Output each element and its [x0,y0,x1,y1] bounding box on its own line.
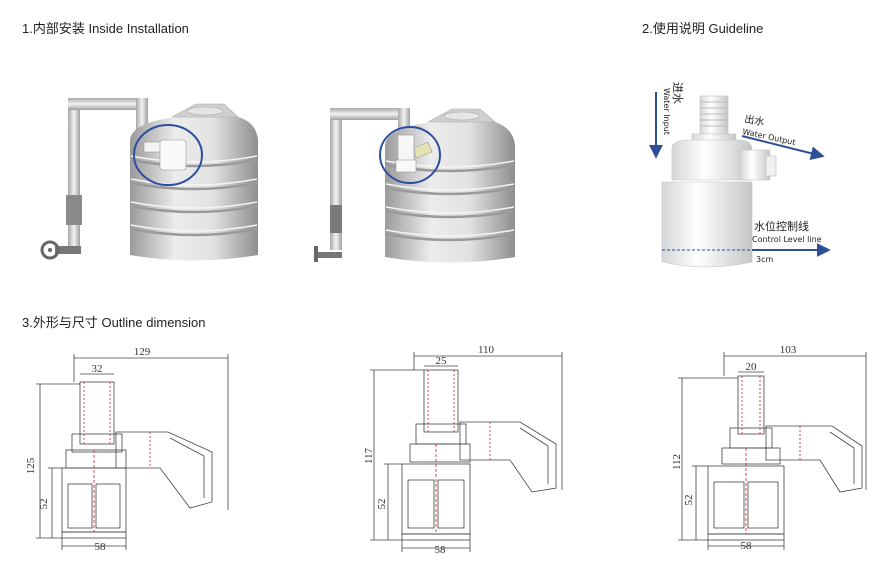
guideline-valve-illustration [661,95,777,268]
water-output-cn-label: 出水 [743,112,765,128]
tank-illustration-2 [314,108,515,263]
dim-2-height: 117 [363,447,375,464]
dimension-labels-2: 110 25 117 52 58 [363,344,495,556]
dim-3-height: 112 [671,454,683,470]
control-level-value: 3cm [756,255,773,264]
outline-drawing-2 [370,352,563,552]
dimension-labels-1: 129 32 125 52 58 [25,346,151,553]
dim-3-width-total: 103 [780,344,797,356]
water-input-en-label: Water Input [662,88,671,135]
dim-2-float-height: 52 [376,499,388,510]
dimension-labels-3: 103 20 112 52 58 [671,344,797,552]
dim-2-float-width: 58 [435,544,447,556]
dim-2-width-total: 110 [478,344,495,356]
dim-1-inlet: 32 [92,363,103,375]
section-title-outline-dimension: 3.外形与尺寸 Outline dimension [22,315,206,330]
section-title-inside-installation: 1.内部安装 Inside Installation [22,21,189,36]
water-input-cn-label: 进水 [671,82,684,104]
dim-1-float-height: 52 [38,499,50,510]
control-level-en-label: Control Level line [752,235,822,244]
dim-1-height: 125 [25,457,37,474]
dim-3-float-width: 58 [741,540,753,552]
tank-illustration-1 [40,98,258,261]
section-title-guideline: 2.使用说明 Guideline [642,21,764,36]
dim-3-float-height: 52 [683,495,695,506]
dim-2-inlet: 25 [436,355,448,367]
water-output-arrow [741,135,825,161]
outline-drawing-1 [36,354,229,550]
dim-1-float-width: 58 [95,541,107,553]
dim-1-width-total: 129 [134,346,151,358]
control-level-cn-label: 水位控制线 [754,219,809,233]
outline-drawing-3 [678,352,867,550]
dim-3-inlet: 20 [746,361,758,373]
